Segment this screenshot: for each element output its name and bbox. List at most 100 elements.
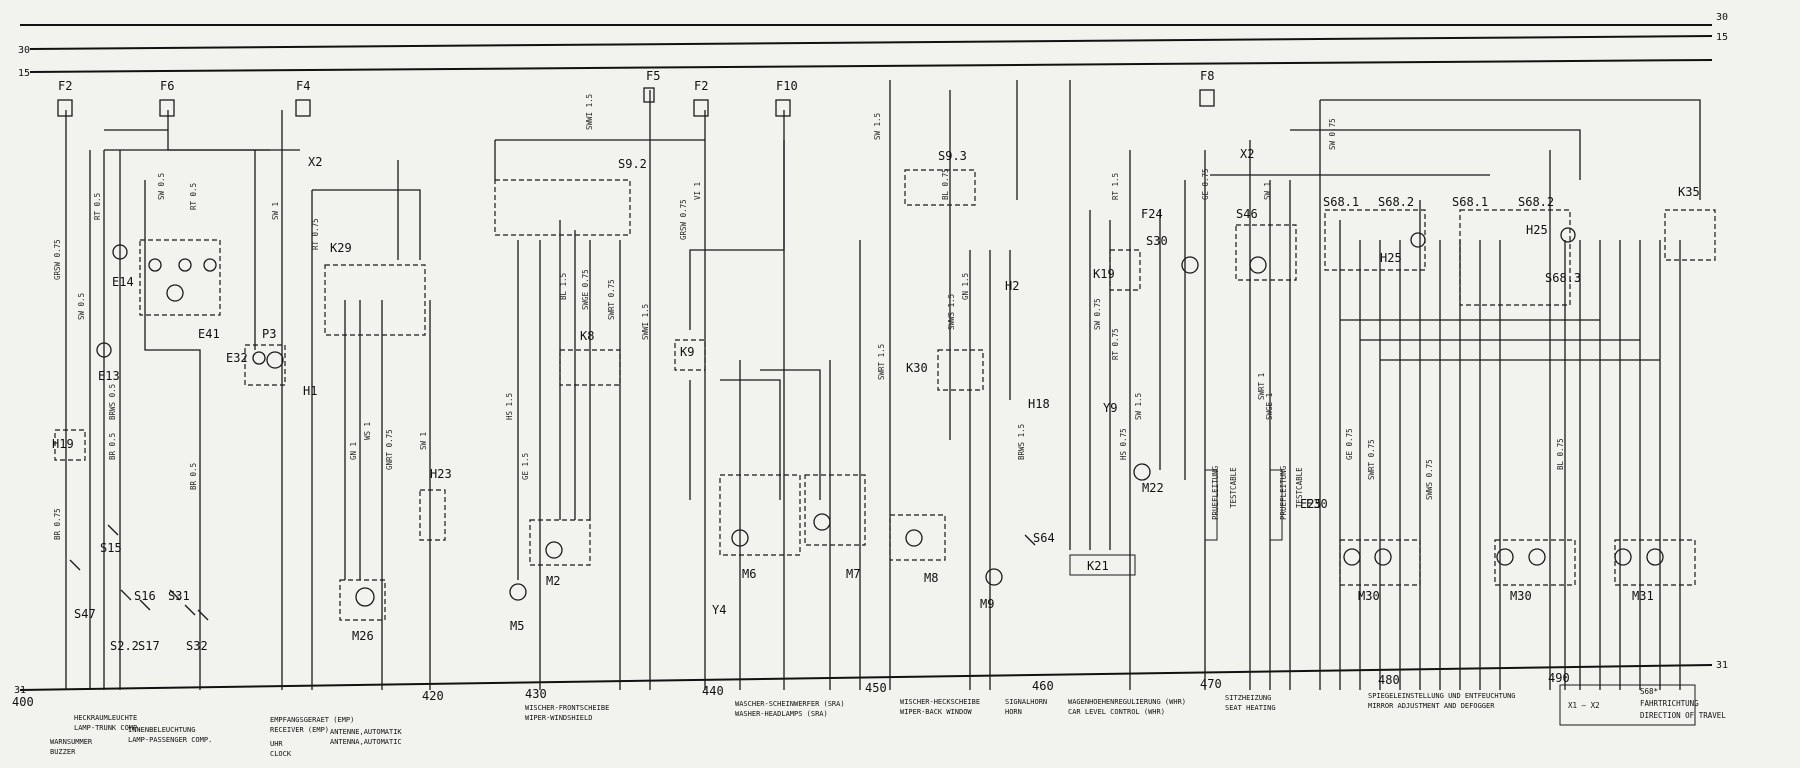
wire-bundle — [65, 80, 1701, 690]
rail-31-ground — [19, 664, 1713, 691]
component-label: S68.2 — [1518, 195, 1554, 209]
component-label: K35 — [1678, 185, 1700, 199]
wire-label: BR 0.75 — [53, 508, 62, 540]
component-label: K21 — [1087, 559, 1109, 573]
heater-symbols — [1204, 469, 1283, 541]
h23-box — [419, 489, 446, 541]
component-label: K8 — [580, 329, 594, 343]
wire-label: SWRT 1.5 — [877, 344, 886, 380]
caption-english: LAMP-TRUNK COMP. — [74, 724, 141, 732]
caption-german: WISCHER-FRONTSCHEIBE — [525, 704, 609, 712]
caption-english: LAMP-PASSENGER COMP. — [128, 736, 212, 744]
component-label: M5 — [510, 619, 524, 633]
m26-box — [339, 579, 386, 621]
ruler-470: 470 — [1200, 677, 1222, 691]
fuse-label: F5 — [646, 69, 660, 83]
wire-label: GRSW 0.75 — [53, 239, 62, 280]
rail-15-line — [29, 59, 1713, 73]
s46-box — [1235, 224, 1297, 281]
caption-english: WIPER-BACK WINDOW — [900, 708, 972, 716]
wire-label: SWWI 1.5 — [585, 94, 594, 130]
caption-german: SIGNALHORN — [1005, 698, 1047, 706]
wire-label: SWWS 1.5 — [947, 294, 956, 330]
fuse-label: F10 — [776, 79, 798, 93]
k8-box — [559, 349, 621, 386]
wire-label: RT 0.5 — [189, 183, 198, 210]
component-label: K30 — [906, 361, 928, 375]
fuse-f6 — [159, 99, 175, 117]
component-label: S68.2 — [1378, 195, 1414, 209]
fuse-label: F8 — [1200, 69, 1214, 83]
component-label: K9 — [680, 345, 694, 359]
caption-english: ANTENNA,AUTOMATIC — [330, 738, 402, 746]
fuse-f2-a — [57, 99, 73, 117]
legend-line-2: DIRECTION OF TRAVEL — [1640, 711, 1726, 720]
legend-title: S68* — [1640, 687, 1658, 696]
component-label: F24 — [1141, 207, 1163, 221]
wire-label: SW 1.5 — [1134, 393, 1143, 420]
caption-english: MIRROR ADJUSTMENT AND DEFOGGER — [1368, 702, 1495, 710]
wire-label: BR 0.5 — [108, 433, 117, 460]
test-cable-label: PRUEFLEITUNG — [1211, 465, 1220, 520]
caption-german: HECKRAUMLEUCHTE — [74, 714, 137, 722]
wire-label: SW 1 — [271, 202, 280, 220]
k30-box — [937, 349, 984, 391]
component-label: H25 — [1526, 223, 1548, 237]
wire-label: GRSW 0.75 — [679, 199, 688, 240]
rail-30-line — [29, 35, 1713, 50]
test-cable-label: TESTCABLE — [1229, 467, 1238, 508]
caption-german: UHR — [270, 740, 283, 748]
wire-label: SW 0.5 — [77, 293, 86, 320]
k19-box — [1109, 249, 1141, 291]
caption-english: BUZZER — [50, 748, 76, 756]
caption-english: WASHER-HEADLAMPS (SRA) — [735, 710, 828, 718]
component-label: S2.2 — [110, 639, 139, 653]
fuse-label: F2 — [694, 79, 708, 93]
wire-label: BRWS 0.5 — [108, 384, 117, 420]
wire-label: BL 1.5 — [559, 273, 568, 300]
rail-label-31-right: 31 — [1716, 660, 1728, 671]
ruler-460: 460 — [1032, 679, 1054, 693]
wire-label: SWRT 0.75 — [1367, 439, 1376, 480]
test-cable-label: TESTCABLE — [1295, 467, 1304, 508]
wire-label: SWWS 0.75 — [1425, 459, 1434, 500]
caption-english: CLOCK — [270, 750, 292, 758]
k35-box — [1664, 209, 1716, 261]
fuse-f8 — [1199, 89, 1215, 107]
m30-box-b — [1494, 539, 1576, 586]
wire-label: SWGE 1 — [1265, 393, 1274, 420]
caption-english: HORN — [1005, 708, 1022, 716]
component-label: M9 — [980, 597, 994, 611]
wire-label: SWWI 1.5 — [641, 304, 650, 340]
wire-label: RT 0.75 — [1111, 328, 1120, 360]
k21-box — [1069, 554, 1136, 576]
component-label: S46 — [1236, 207, 1258, 221]
rail-label-15-right: 15 — [1716, 32, 1728, 43]
ruler-480: 480 — [1378, 673, 1400, 687]
legend-box — [1559, 684, 1696, 726]
caption-german: INNENBELEUCHTUNG — [128, 726, 195, 734]
component-label: S30 — [1146, 234, 1168, 248]
component-label: H18 — [1028, 397, 1050, 411]
m2-box — [529, 519, 591, 566]
s68-1-box-b — [1459, 209, 1571, 306]
component-label: H2 — [1005, 279, 1019, 293]
ruler-420: 420 — [422, 689, 444, 703]
component-label: S32 — [186, 639, 208, 653]
component-label: H1 — [303, 384, 317, 398]
wire-label: SW 0.5 — [157, 173, 166, 200]
component-label: S68.1 — [1323, 195, 1359, 209]
wire-label: GE 0.75 — [1201, 168, 1210, 200]
caption-english: CAR LEVEL CONTROL (WHR) — [1068, 708, 1165, 716]
fuse-label: F6 — [160, 79, 174, 93]
wire-label: SWGE 0.75 — [581, 269, 590, 310]
fuse-label: F4 — [296, 79, 310, 93]
caption-english: SEAT HEATING — [1225, 704, 1276, 712]
k9-box — [674, 339, 706, 371]
fuse-label: F2 — [58, 79, 72, 93]
component-label: M8 — [924, 571, 938, 585]
fuse-f2-b — [693, 99, 709, 117]
